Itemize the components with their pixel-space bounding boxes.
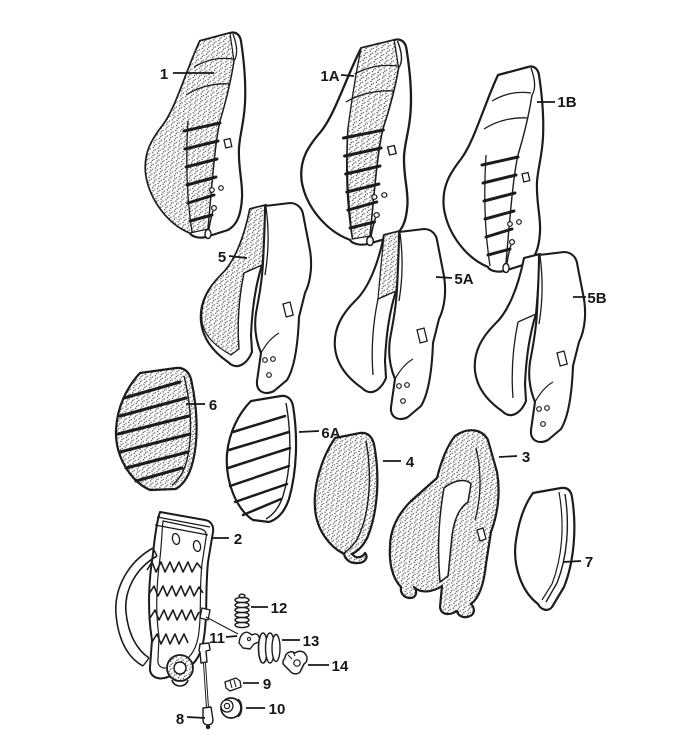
- part-label-13: 13: [303, 633, 320, 650]
- part-label-11: 11: [209, 630, 225, 647]
- part-2-drawing: [115, 511, 239, 687]
- part-1-drawing: [144, 31, 247, 240]
- leader-lines: [173, 72, 586, 719]
- part-11-drawing: [238, 631, 262, 650]
- leader-line-6A: [298, 430, 320, 433]
- part-label-2: 2: [234, 531, 242, 548]
- part-7-drawing: [514, 486, 576, 611]
- part-label-1B: 1B: [557, 94, 576, 111]
- leader-line-8: [186, 716, 206, 719]
- part-1B-drawing: [442, 65, 545, 274]
- part-label-1A: 1A: [320, 68, 339, 85]
- part-label-10: 10: [269, 701, 286, 718]
- leader-line-5: [228, 255, 248, 259]
- part-label-5: 5: [218, 249, 226, 266]
- part-9-drawing: [224, 677, 242, 692]
- part-label-7: 7: [585, 554, 593, 571]
- part-6A-drawing: [225, 394, 298, 524]
- part-label-4: 4: [406, 454, 415, 471]
- callout-labels: 1 1A 1B 5 5A 5B 6 6A 2 12 11 13 14 9 10 …: [160, 66, 607, 728]
- part-label-6: 6: [209, 397, 217, 414]
- part-13-drawing: [257, 632, 281, 664]
- part-8-drawing: [198, 642, 214, 730]
- part-label-8: 8: [176, 711, 184, 728]
- part-4-drawing: [313, 431, 379, 565]
- part-10-drawing: [220, 697, 243, 719]
- part-1A-drawing: [300, 38, 413, 248]
- part-3-drawing: [388, 429, 500, 619]
- part-6-drawing: [114, 366, 198, 492]
- part-12-drawing: [234, 593, 250, 629]
- part-label-5B: 5B: [587, 290, 606, 307]
- part-label-14: 14: [332, 658, 349, 675]
- part-label-12: 12: [271, 600, 288, 617]
- leader-line-1A: [340, 74, 355, 77]
- part-14-drawing: [282, 650, 308, 675]
- part-label-5A: 5A: [454, 271, 473, 288]
- leader-line-7: [562, 560, 582, 563]
- leader-line-3: [498, 455, 518, 458]
- part-label-9: 9: [263, 676, 271, 693]
- part-label-1: 1: [160, 66, 168, 83]
- part-5B-drawing: [473, 250, 587, 444]
- leader-line-5A: [435, 276, 453, 279]
- part-label-3: 3: [522, 449, 530, 466]
- part-5A-drawing: [333, 227, 447, 421]
- part-label-6A: 6A: [321, 425, 340, 442]
- leader-line-11: [225, 635, 238, 638]
